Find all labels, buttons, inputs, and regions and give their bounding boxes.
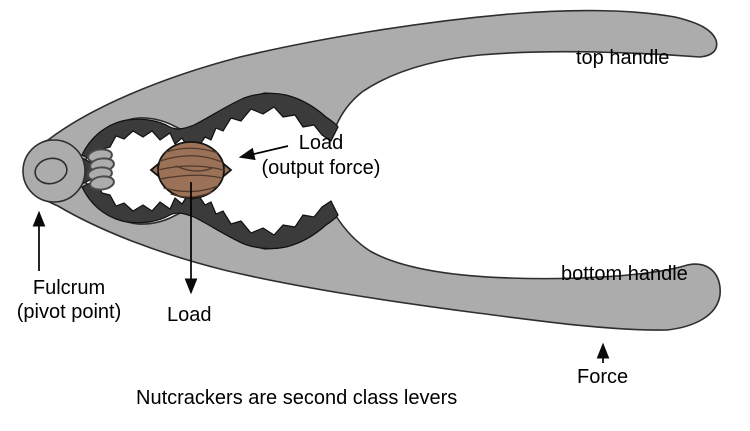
fulcrum-label: Fulcrum (pivot point)	[2, 276, 136, 324]
fulcrum-label-line1: Fulcrum	[32, 277, 106, 299]
top-handle-label: top handle	[576, 47, 670, 69]
diagram-caption: Nutcrackers are second class levers	[136, 387, 458, 409]
load-output-label-line1: Load	[298, 132, 344, 154]
bottom-handle-label: bottom handle	[561, 263, 688, 285]
bottom-jaw-lining	[81, 181, 339, 250]
load-left-arrow	[238, 145, 289, 161]
force-label: Force	[577, 366, 629, 388]
pivot-icon	[22, 139, 86, 203]
fulcrum-label-line2: (pivot point)	[16, 301, 122, 323]
top-jaw-lining	[81, 92, 339, 161]
load-output-label-line2: (output force)	[261, 157, 381, 179]
load-bottom-label: Load	[167, 304, 212, 326]
load-output-label: Load (output force)	[251, 131, 391, 181]
walnut-icon	[149, 141, 233, 199]
spring-icon	[87, 148, 115, 191]
